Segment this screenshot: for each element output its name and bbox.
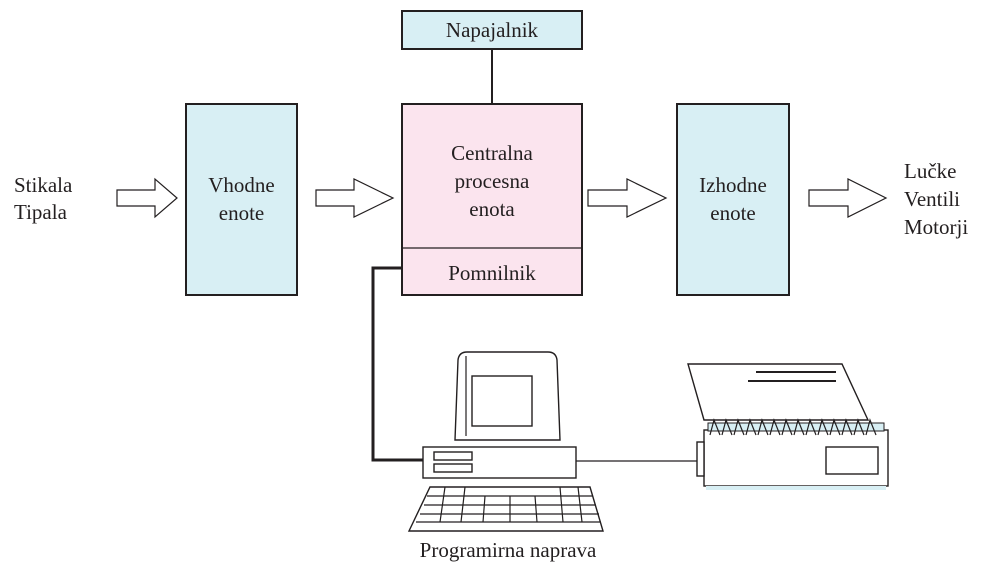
cpu-block: Centralna procesna enota Pomnilnik [401,103,583,296]
computer-icon [407,351,604,532]
output-label-motors: Motorji [904,215,968,239]
arrow-cpu-to-output-unit [587,178,668,218]
programming-cable [371,266,423,462]
output-unit-label-line1: Izhodne [699,173,767,197]
power-supply-label: Napajalnik [446,18,539,42]
arrow-input-unit-to-cpu [315,178,395,218]
power-supply-block: Napajalnik [401,10,583,50]
input-unit-label-line2: enote [219,201,264,225]
input-label-switches: Stikala [14,173,73,197]
memory-label: Pomnilnik [448,261,536,285]
arrow-output-unit-to-outputs [808,178,888,218]
cpu-label-line2: procesna [455,169,530,193]
printer-icon [687,363,889,490]
cpu-label-line3: enota [469,197,515,221]
cpu-label-line1: Centralna [451,141,533,165]
output-label-lamps: Lučke [904,159,956,183]
input-unit-block: Vhodne enote [185,103,298,296]
input-unit-label-line1: Vhodne [208,173,275,197]
output-label-valves: Ventili [904,187,960,211]
output-unit-label-line2: enote [710,201,755,225]
input-label-buttons: Tipala [14,200,68,224]
output-unit-block: Izhodne enote [676,103,790,296]
programming-device-label: Programirna naprava [420,538,597,562]
arrow-inputs-to-input-unit [116,177,178,219]
